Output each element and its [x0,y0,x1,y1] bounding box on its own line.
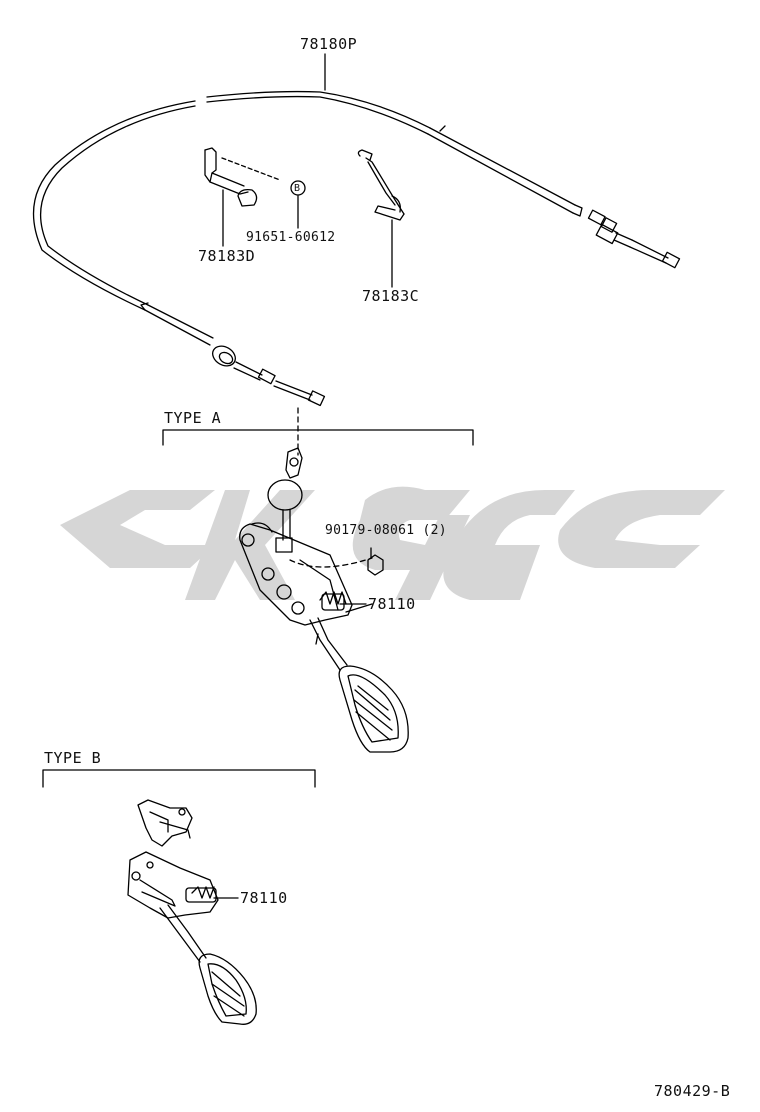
part-label-pedal-type-a: 78110 [368,595,416,613]
part-label-pedal-type-b: 78110 [240,889,288,907]
part-label-bracket-bolt: 91651-60612 [246,230,336,245]
part-label-cable: 78180P [300,35,358,53]
watermark [60,486,725,600]
bolt-marker: B [294,183,301,194]
bracket-78183d [204,147,306,247]
accelerator-cable [32,90,681,407]
part-label-bracket: 78183D [198,247,256,265]
section-label-type-a: TYPE A [164,409,222,427]
pedal-assembly-type-a [239,447,409,753]
diagram-code: 780429-B [654,1082,731,1100]
pedal-assembly-type-b [127,799,257,1025]
clip-78183c [357,149,405,288]
linework [32,53,681,1025]
part-label-clip: 78183C [362,287,420,305]
section-label-type-b: TYPE B [44,749,102,767]
part-label-nut: 90179-08061 (2) [325,523,447,538]
